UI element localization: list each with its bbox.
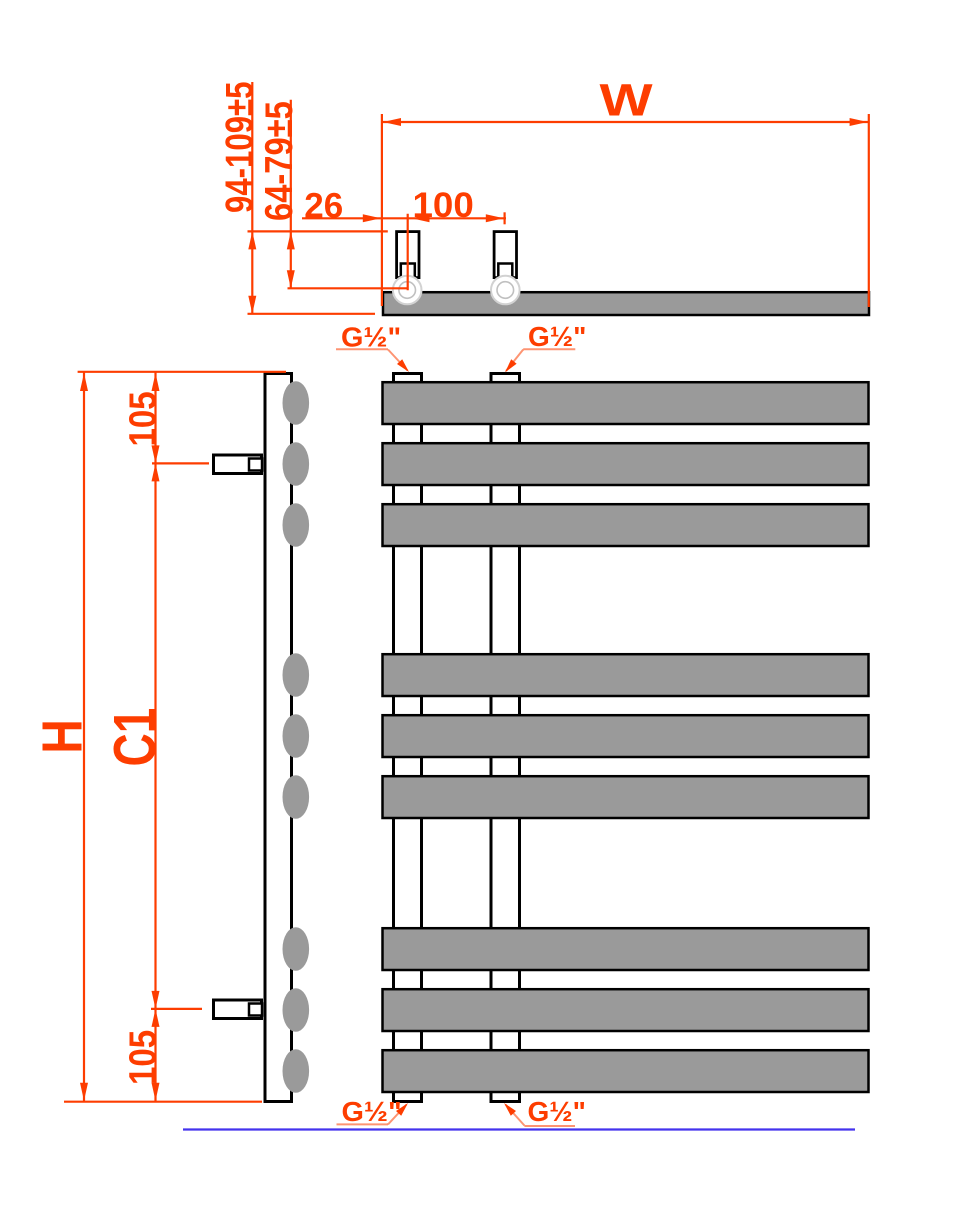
svg-text:G½": G½" [342,1096,402,1128]
svg-text:100: 100 [413,186,474,225]
svg-text:94-109±5: 94-109±5 [218,81,261,213]
svg-text:G½": G½" [528,321,586,352]
svg-text:H: H [31,719,95,754]
svg-text:105: 105 [121,1030,164,1085]
svg-text:105: 105 [121,391,164,446]
svg-text:G½": G½" [341,322,401,354]
svg-text:64-79±5: 64-79±5 [257,101,300,221]
svg-text:C1: C1 [103,708,169,767]
svg-text:26: 26 [304,187,343,226]
svg-text:G½": G½" [528,1096,586,1127]
svg-text:W: W [599,75,653,125]
